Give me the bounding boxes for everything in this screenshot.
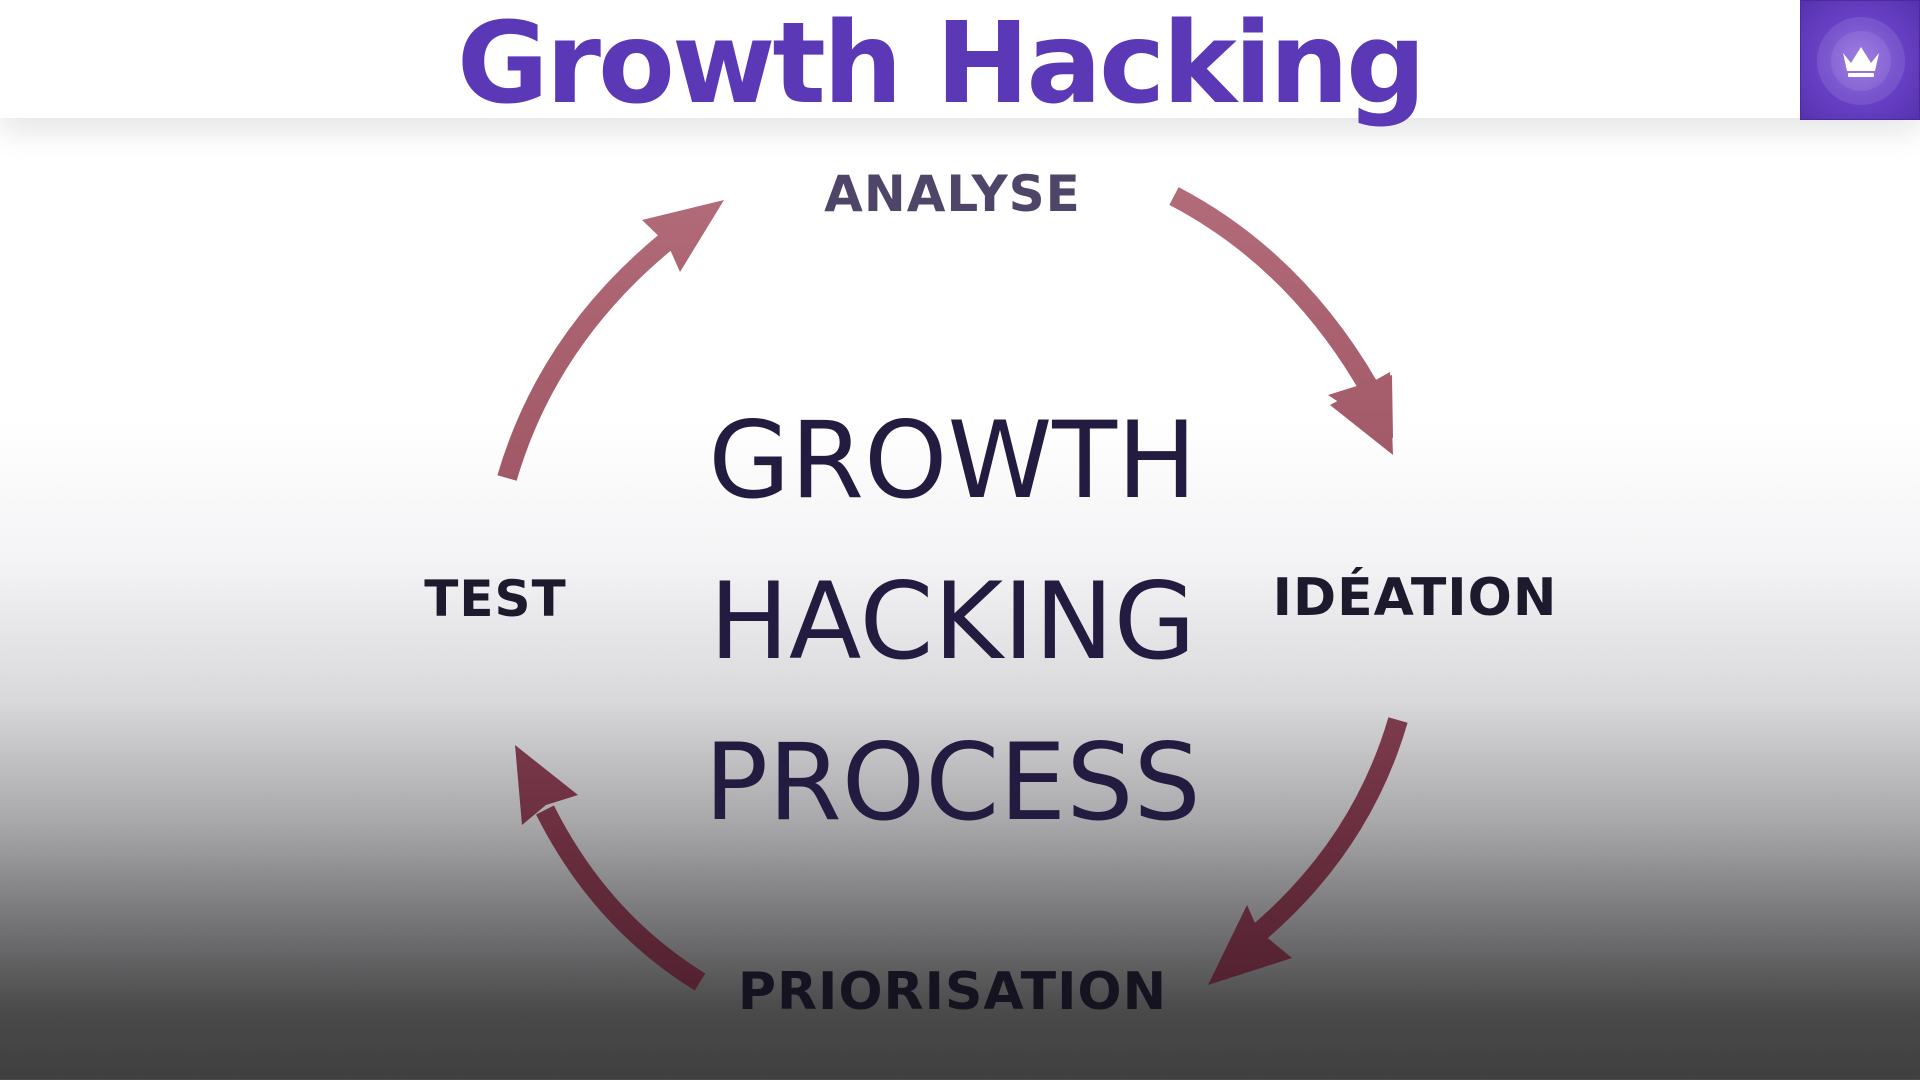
- step-ideation: IDÉATION: [1272, 568, 1558, 628]
- arrow-analyse-to-ideation: [1169, 187, 1393, 455]
- arrow-test-to-analyse: [497, 200, 724, 481]
- step-priorisation: PRIORISATION: [737, 962, 1168, 1022]
- center-title-line-1: GROWTH: [708, 399, 1197, 522]
- center-title-line-3: PROCESS: [704, 721, 1201, 844]
- center-title-line-2: HACKING: [709, 560, 1196, 683]
- crown-icon: [1817, 17, 1905, 105]
- page-title: Growth Hacking: [456, 0, 1426, 129]
- arrow-priorisation-to-test: [515, 745, 706, 991]
- center-title: GROWTH HACKING PROCESS: [660, 380, 1245, 863]
- step-test: TEST: [424, 570, 567, 628]
- brand-logo[interactable]: [1800, 0, 1920, 120]
- step-analyse: ANALYSE: [824, 165, 1081, 223]
- header-bar: Growth Hacking: [0, 0, 1920, 129]
- arrow-ideation-to-priorisation: [1208, 717, 1408, 985]
